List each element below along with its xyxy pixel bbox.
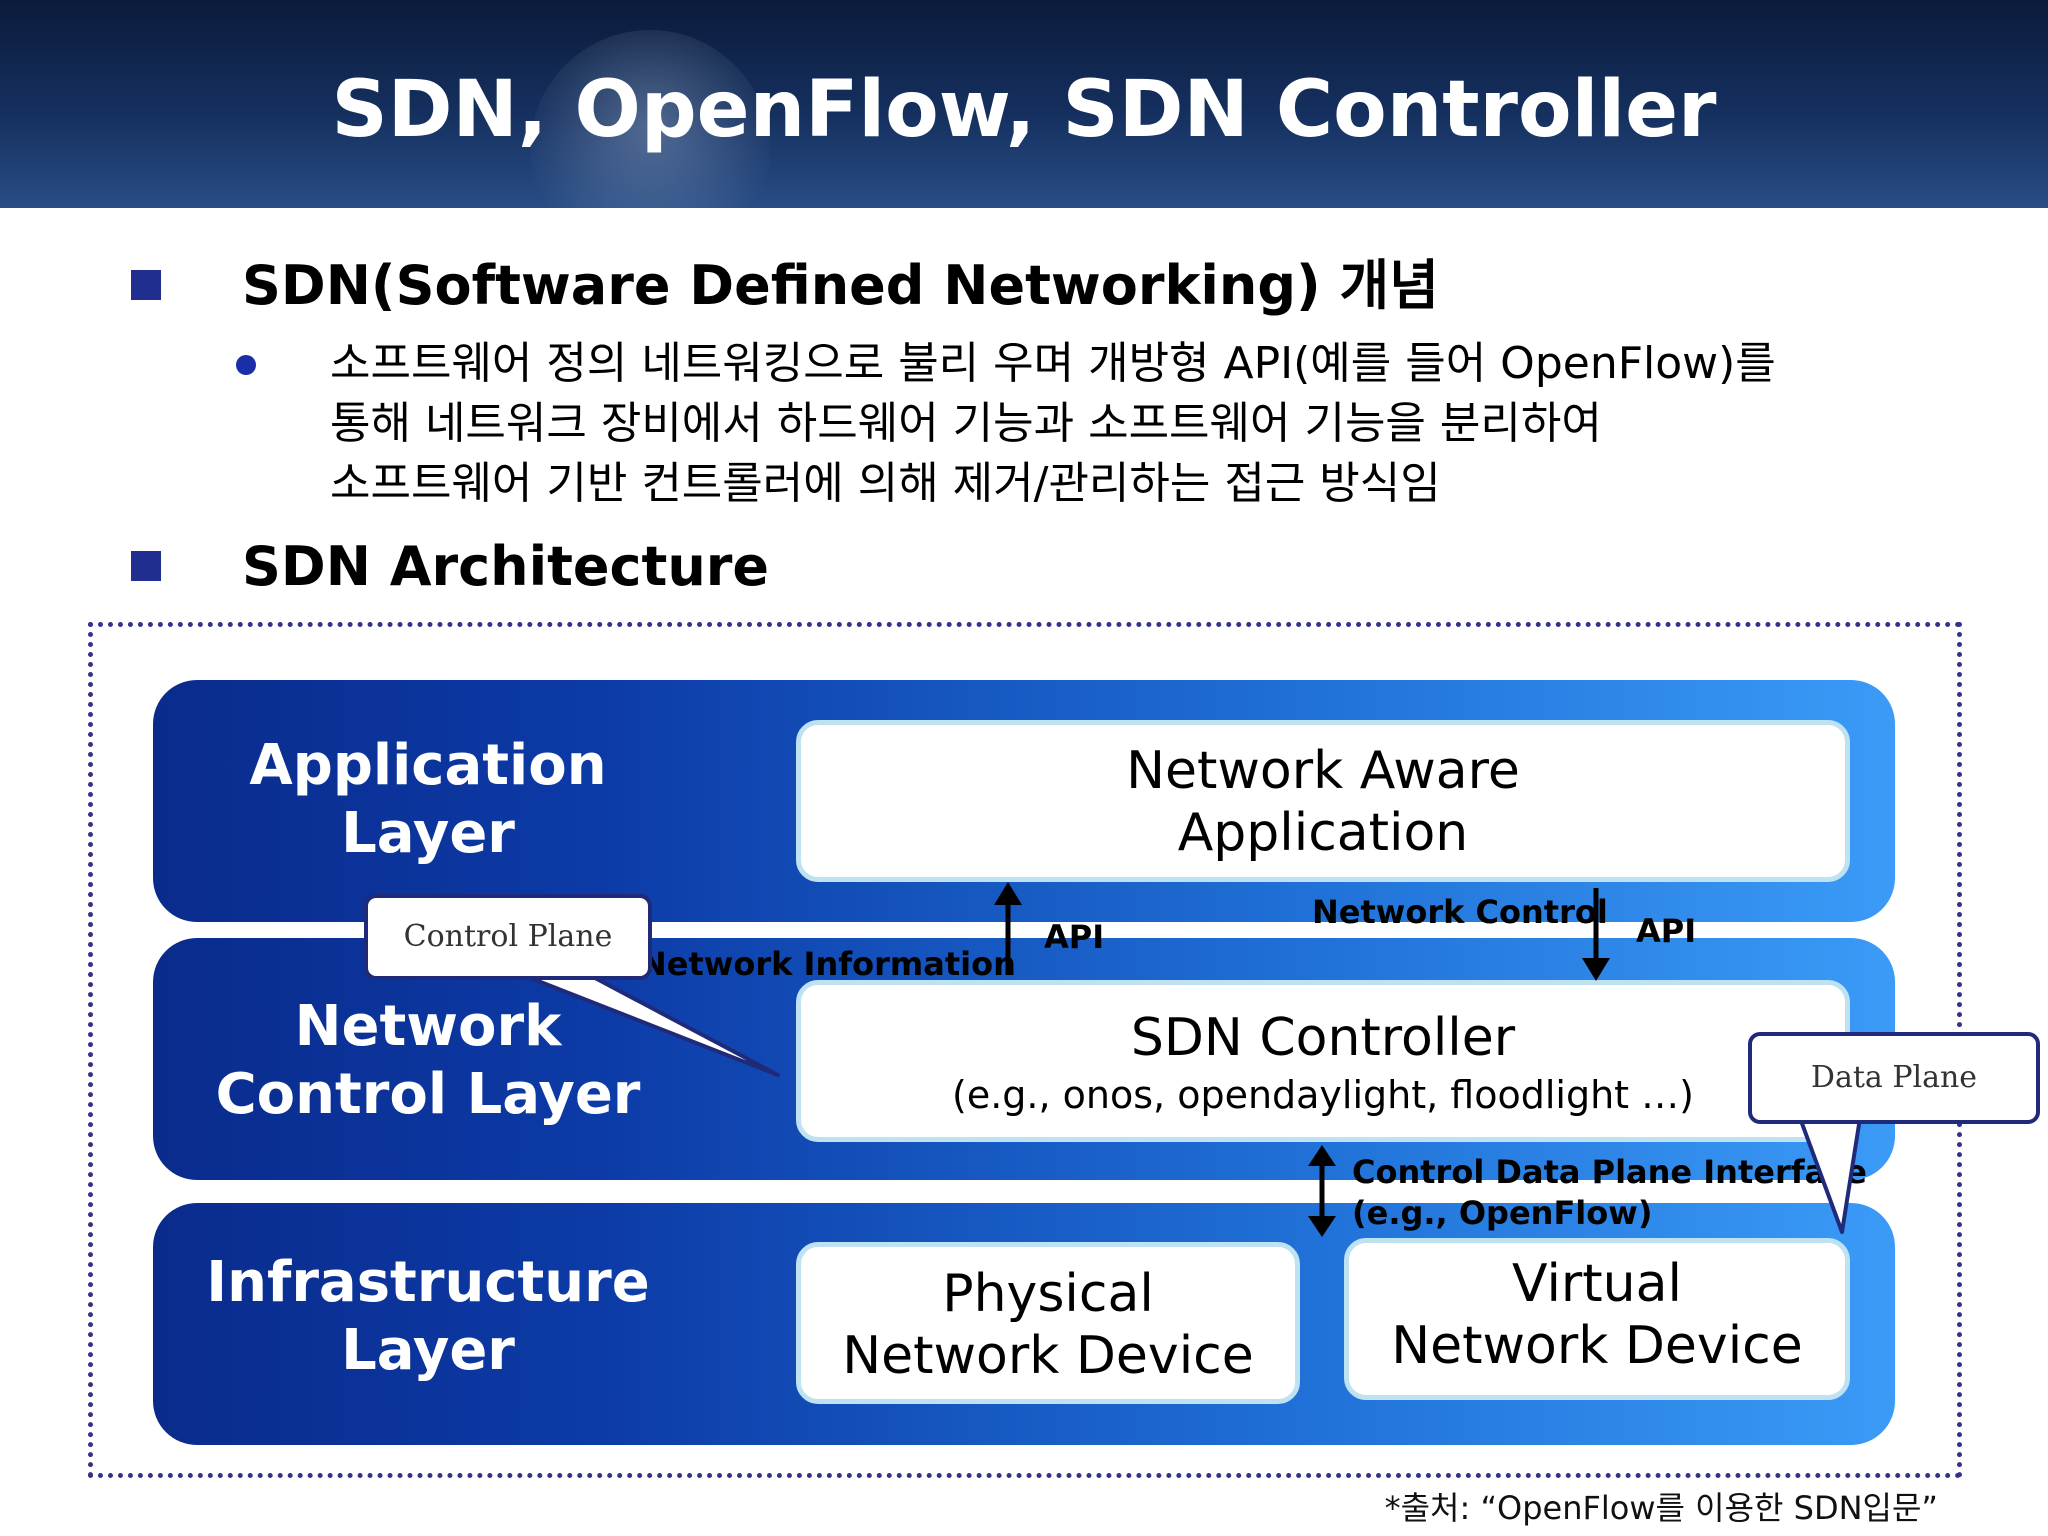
api-label-left: API: [1044, 918, 1105, 956]
control-plane-callout-tail: [508, 968, 780, 1077]
bullet-square-icon: [131, 551, 161, 581]
cdpi-arrowhead-down: [1308, 1216, 1336, 1237]
source-citation: *출처: “OpenFlow를 이용한 SDN입문”: [1384, 1489, 1938, 1527]
concept-line-1: 소프트웨어 정의 네트워킹으로 불리 우며 개방형 API(예를 들어 Open…: [330, 338, 1776, 389]
banner-glow: [530, 30, 770, 208]
network-aware-application-box: Network Aware Application: [796, 720, 1850, 882]
data-plane-callout-tail: [1798, 1116, 1862, 1234]
infrastructure-layer-label: Infrastructure Layer: [206, 1250, 650, 1383]
api-label-right: API: [1636, 912, 1697, 950]
sdn-controller-examples: (e.g., onos, opendaylight, floodlight …): [952, 1073, 1694, 1117]
network-control-label: Network Control: [1312, 893, 1608, 931]
bullet-square-icon: [131, 270, 161, 300]
physical-network-device-box: Physical Network Device: [796, 1242, 1300, 1404]
concept-line-2: 통해 네트워크 장비에서 하드웨어 기능과 소프트웨어 기능을 분리하여: [330, 398, 1602, 449]
sdn-controller-box: SDN Controller (e.g., onos, opendaylight…: [796, 980, 1850, 1142]
api-down-arrowhead: [1582, 958, 1610, 981]
sdn-controller-title: SDN Controller: [1130, 1008, 1516, 1068]
concept-line-3: 소프트웨어 기반 컨트롤러에 의해 제거/관리하는 접근 방식임: [330, 458, 1441, 509]
api-up-arrowhead: [994, 882, 1022, 905]
cdpi-arrowhead-up: [1308, 1145, 1336, 1166]
application-layer-label: Application Layer: [249, 733, 607, 866]
control-layer-label: Network Control Layer: [215, 994, 641, 1127]
cdpi-label: Control Data Plane Interface: [1352, 1153, 1867, 1191]
bullet-dot-icon: [236, 355, 256, 375]
section-heading-concept: SDN(Software Defined Networking) 개념: [242, 254, 1439, 317]
control-plane-callout: Control Plane: [364, 894, 652, 980]
network-information-label: Network Information: [640, 945, 1016, 983]
title-banner: SDN, OpenFlow, SDN Controller: [0, 0, 2048, 208]
data-plane-callout: Data Plane: [1748, 1032, 2040, 1124]
section-heading-architecture: SDN Architecture: [242, 535, 770, 598]
cdpi-example-label: (e.g., OpenFlow): [1352, 1194, 1653, 1232]
page-title: SDN, OpenFlow, SDN Controller: [331, 65, 1717, 155]
virtual-network-device-box: Virtual Network Device: [1344, 1238, 1850, 1400]
